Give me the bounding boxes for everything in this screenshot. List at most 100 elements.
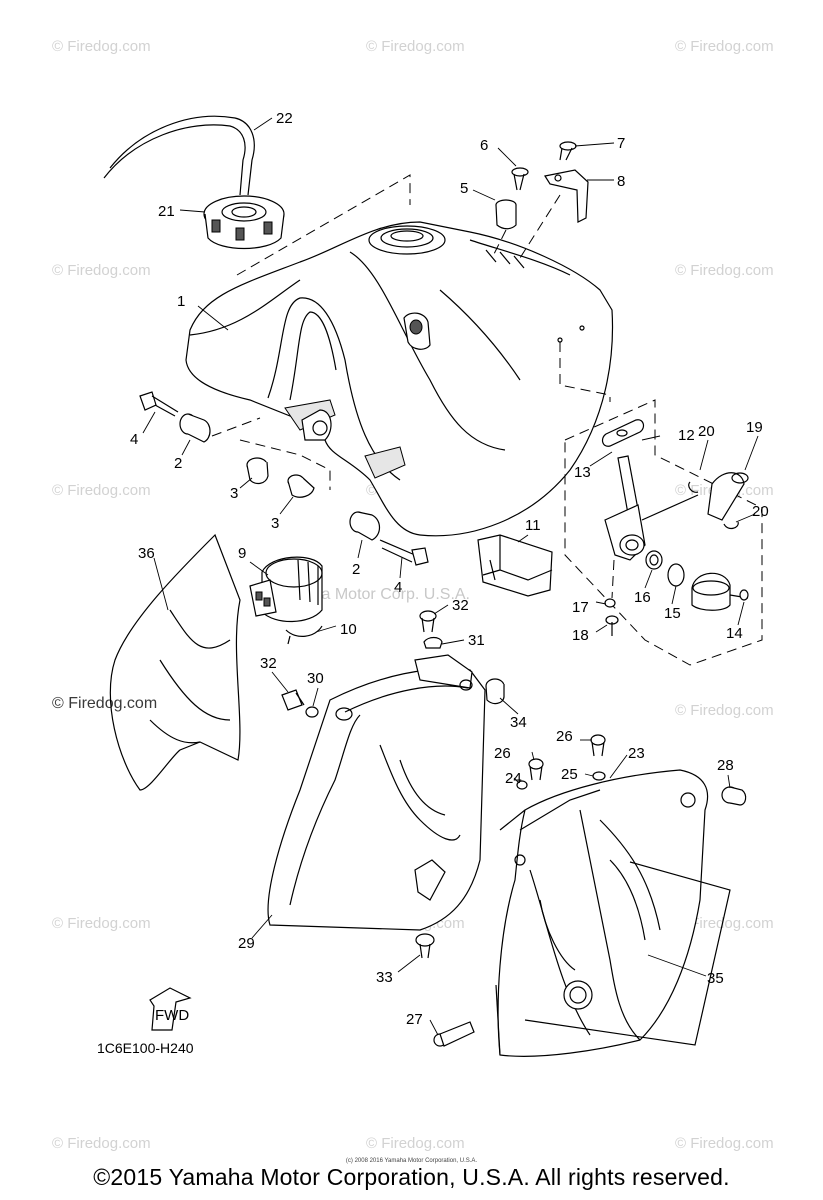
bolt-32-top — [419, 610, 437, 633]
nut-31 — [423, 636, 443, 649]
fwd-arrow-icon: FWD — [149, 987, 192, 1031]
grommet-34 — [485, 678, 505, 705]
damper-2-upper — [179, 413, 211, 443]
guide-5 — [491, 229, 507, 259]
guide-2 — [211, 417, 261, 437]
guide-3 — [239, 439, 331, 490]
callout-26: 26 — [556, 728, 573, 745]
fuel-cap — [203, 195, 285, 250]
clip-20-lower — [723, 521, 739, 530]
bolt-4-lower — [379, 539, 429, 566]
graphic-36 — [109, 533, 241, 791]
callout-3: 3 — [271, 515, 279, 532]
callout-16: 16 — [634, 589, 651, 606]
callout-5: 5 — [460, 180, 468, 197]
watermark: © Firedog.com — [52, 482, 151, 499]
callout-12: 12 — [678, 427, 695, 444]
callout-25: 25 — [561, 766, 578, 783]
callout-14: 14 — [726, 625, 743, 642]
watermark: © Firedog.com — [675, 702, 774, 719]
screw-14 — [729, 589, 749, 601]
guide-8 — [519, 194, 561, 259]
watermark-dark: © Firedog.com — [52, 695, 158, 712]
clamp-10 — [285, 625, 323, 645]
callout-27: 27 — [406, 1011, 423, 1028]
callout-35: 35 — [707, 970, 724, 987]
o-ring-15 — [667, 563, 685, 587]
callout-15: 15 — [664, 605, 681, 622]
callout-29: 29 — [238, 935, 255, 952]
clip-27 — [433, 1021, 475, 1047]
petcock-box — [564, 399, 763, 666]
watermark: © Firedog.com — [675, 262, 774, 279]
callout-4: 4 — [394, 579, 402, 596]
watermark: © Firedog.com — [52, 1135, 151, 1152]
breather-hose — [109, 115, 255, 196]
callout-8: 8 — [617, 173, 625, 190]
callout-30: 30 — [307, 670, 324, 687]
guide-17 — [611, 559, 615, 599]
screw-18 — [605, 615, 619, 636]
screw-7 — [559, 141, 577, 161]
collar-30 — [305, 706, 319, 718]
gasket-13 — [601, 419, 645, 447]
watermark: © Firedog.com — [52, 262, 151, 279]
clip-20-upper — [688, 481, 699, 493]
tank-cover-11 — [477, 534, 553, 597]
callout-9: 9 — [238, 545, 246, 562]
fuel-tank — [185, 221, 614, 537]
leader-lines — [142, 117, 759, 1036]
rubber-damper-top — [495, 199, 517, 230]
tank-guide — [559, 342, 611, 402]
fwd-label: FWD — [155, 1007, 189, 1024]
bolt-32-left — [281, 689, 305, 711]
callout-labels: 1 2 2 3 3 4 4 5 6 7 8 9 10 11 12 13 14 1… — [130, 110, 769, 1028]
watermark: © Firedog.com — [52, 915, 151, 932]
callout-11: 11 — [525, 517, 541, 534]
callout-36: 36 — [138, 545, 155, 562]
bolt-4-left — [139, 391, 179, 417]
fuel-hose-19 — [707, 472, 749, 521]
watermark: © Firedog.com — [366, 38, 465, 55]
bracket-8 — [544, 169, 589, 223]
side-cover-23 — [497, 769, 709, 1057]
callout-32: 32 — [452, 597, 469, 614]
fuel-pump-9 — [249, 556, 323, 623]
collar-25 — [592, 771, 606, 781]
watermark: © Firedog.com — [366, 1135, 465, 1152]
callout-13: 13 — [574, 464, 591, 481]
callout-32: 32 — [260, 655, 277, 672]
callout-22: 22 — [276, 110, 293, 127]
callout-7: 7 — [617, 135, 625, 152]
callout-4: 4 — [130, 431, 138, 448]
damper-2-lower — [349, 511, 381, 541]
clip-33 — [415, 933, 435, 959]
callout-33: 33 — [376, 969, 393, 986]
washer-17 — [604, 598, 616, 608]
watermark: © Firedog.com — [52, 38, 151, 55]
collar-24 — [516, 780, 528, 790]
callout-18: 18 — [572, 627, 589, 644]
callout-6: 6 — [480, 137, 488, 154]
callout-24: 24 — [505, 770, 522, 787]
callout-19: 19 — [746, 419, 763, 436]
bolt-26-left — [528, 758, 544, 781]
grommet-28 — [721, 786, 747, 806]
watermark: © Firedog.com — [675, 38, 774, 55]
callout-31: 31 — [468, 632, 485, 649]
collar-3-lower — [287, 474, 315, 498]
cap-guide — [236, 174, 411, 276]
screw-6 — [511, 167, 529, 191]
callout-3: 3 — [230, 485, 238, 502]
break-line-27 — [495, 984, 501, 1056]
callout-34: 34 — [510, 714, 527, 731]
callout-20: 20 — [752, 503, 769, 520]
side-cover-29 — [267, 654, 486, 931]
filter-16 — [645, 550, 663, 570]
part-code: 1C6E100-H240 — [97, 1040, 194, 1056]
callout-20: 20 — [698, 423, 715, 440]
callout-2: 2 — [174, 455, 182, 472]
callout-17: 17 — [572, 599, 589, 616]
